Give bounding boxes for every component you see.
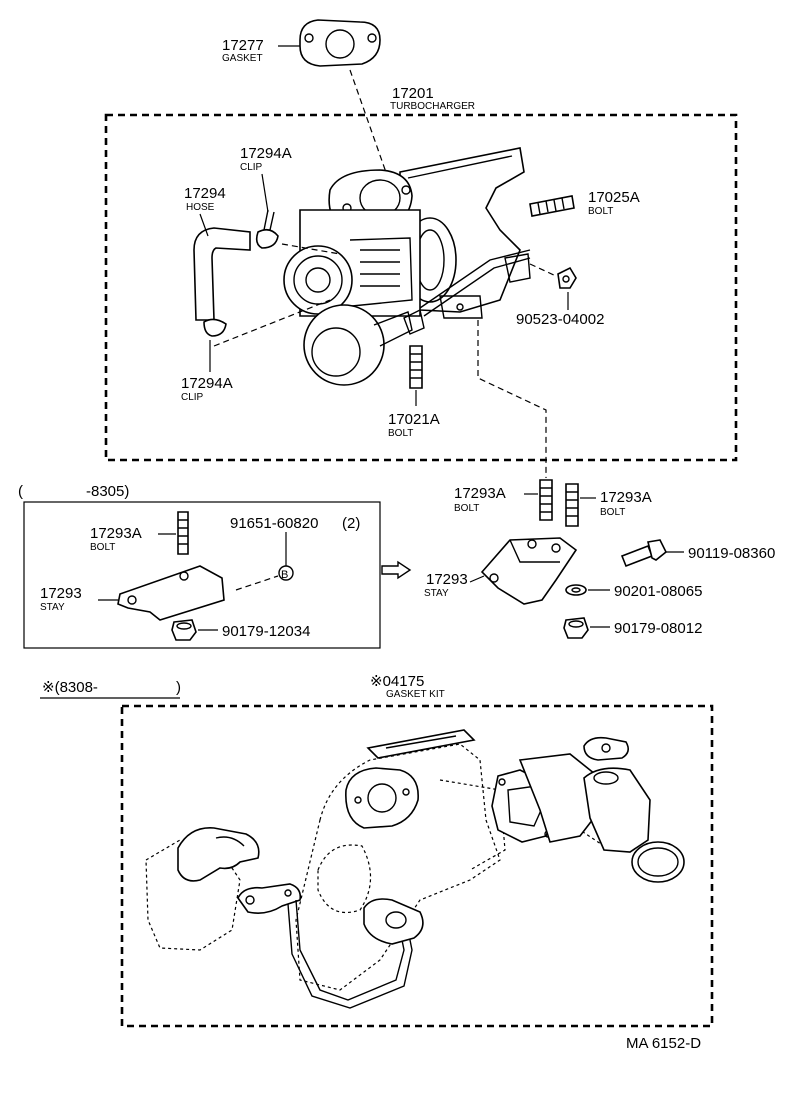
kit-gasket-lower-flange[interactable] — [363, 898, 424, 945]
kit-oil-pipe[interactable] — [287, 899, 413, 1009]
clip-17294A-bottom[interactable] — [203, 318, 227, 337]
bolt-17021A-number: 17021A — [388, 411, 440, 428]
clip-17294A-bottom-name: CLIP — [181, 392, 204, 403]
turbocharger-group-box — [104, 113, 738, 462]
bolt-17293A-inset[interactable] — [177, 511, 189, 555]
kit-range-close: ) — [176, 679, 181, 696]
kit-exhaust-elbow[interactable] — [518, 753, 601, 843]
nut-90179-08012-number: 90179-08012 — [614, 620, 702, 637]
dashed-leader — [235, 575, 279, 591]
leader-line — [261, 173, 269, 213]
inset-range-end: -8305) — [86, 483, 129, 500]
clip-17294A-top-name: CLIP — [240, 162, 263, 173]
part-91651-qty: (2) — [342, 515, 360, 532]
nut-90179-12034-number: 90179-12034 — [222, 623, 310, 640]
inset-box — [23, 501, 381, 649]
part-91651-number: 91651-60820 — [230, 515, 318, 532]
stay-17293-inset-name: STAY — [40, 602, 65, 613]
bolt-17293A-left-name: BOLT — [454, 503, 479, 514]
outlet-elbow[interactable] — [177, 827, 260, 882]
dashed-leader — [213, 299, 331, 347]
bolt-17293A-right-name: BOLT — [600, 507, 625, 518]
marker-b: B — [281, 569, 288, 581]
stay-17293-name: STAY — [424, 588, 449, 599]
stay-17293-inset-number: 17293 — [40, 585, 82, 602]
leader-line — [469, 575, 485, 583]
washer-90201-08065-number: 90201-08065 — [614, 583, 702, 600]
marker-b-circle — [278, 565, 294, 581]
kit-outlet-pipe[interactable] — [583, 767, 651, 853]
clip-17294A-top-number: 17294A — [240, 145, 292, 162]
nut-90179-08012[interactable] — [563, 617, 589, 639]
bolt-17025A[interactable] — [529, 195, 575, 217]
dashed-leader — [529, 263, 557, 277]
bolt-17293A-inset-number: 17293A — [90, 525, 142, 542]
bolt-90119-08360[interactable] — [620, 539, 668, 568]
arrow-icon — [381, 560, 412, 580]
nut-90179-12034[interactable] — [171, 619, 197, 641]
hose-17294[interactable] — [193, 227, 251, 321]
turbocharger-assembly[interactable] — [283, 147, 531, 386]
dashed-leader — [349, 69, 389, 179]
gasket-17277-number: 17277 — [222, 37, 264, 54]
stay-17293[interactable] — [480, 537, 578, 605]
turbocharger-name: TURBOCHARGER — [390, 101, 475, 112]
washer-90201-08065[interactable] — [565, 584, 587, 596]
bolt-90119-08360-number: 90119-08360 — [688, 545, 775, 562]
clip-17294A-top[interactable] — [255, 209, 279, 249]
bolt-17293A-left[interactable] — [539, 479, 553, 521]
kit-gasket-oil-line[interactable] — [237, 883, 302, 914]
inset-range-open: ( — [18, 483, 23, 500]
kit-gasket-small[interactable] — [583, 736, 630, 761]
drawing-id: MA 6152-D — [626, 1035, 701, 1052]
nut-90523-04002-number: 90523-04002 — [516, 311, 604, 328]
gasket-kit-name: GASKET KIT — [386, 689, 445, 700]
hose-17294-name: HOSE — [186, 202, 215, 213]
leader-line — [199, 213, 209, 237]
gasket-17277[interactable] — [299, 19, 381, 67]
turbocharger-number: 17201 — [392, 85, 434, 102]
kit-o-ring[interactable] — [631, 841, 685, 883]
bolt-17025A-number: 17025A — [588, 189, 640, 206]
stay-17293-number: 17293 — [426, 571, 468, 588]
stay-17293-inset[interactable] — [117, 565, 225, 621]
gasket-kit-group-box — [120, 704, 714, 1028]
gasket-17277-name: GASKET — [222, 53, 263, 64]
kit-gasket-turbo-inlet[interactable] — [345, 767, 419, 829]
bolt-17293A-right[interactable] — [565, 483, 579, 527]
kit-range-label: ※(8308- — [42, 679, 98, 696]
bolt-17021A-name: BOLT — [388, 428, 413, 439]
bolt-17293A-inset-name: BOLT — [90, 542, 115, 553]
bolt-17025A-name: BOLT — [588, 206, 613, 217]
kit-gasket-flange-top[interactable] — [366, 729, 476, 759]
dashed-leader — [477, 320, 547, 478]
bolt-17021A[interactable] — [409, 345, 423, 389]
nut-90523-04002[interactable] — [557, 266, 577, 289]
clip-17294A-bottom-number: 17294A — [181, 375, 233, 392]
bolt-17293A-right-number: 17293A — [600, 489, 652, 506]
hose-17294-number: 17294 — [184, 185, 226, 202]
gasket-kit-number: ※04175 — [370, 673, 424, 690]
bolt-17293A-left-number: 17293A — [454, 485, 506, 502]
